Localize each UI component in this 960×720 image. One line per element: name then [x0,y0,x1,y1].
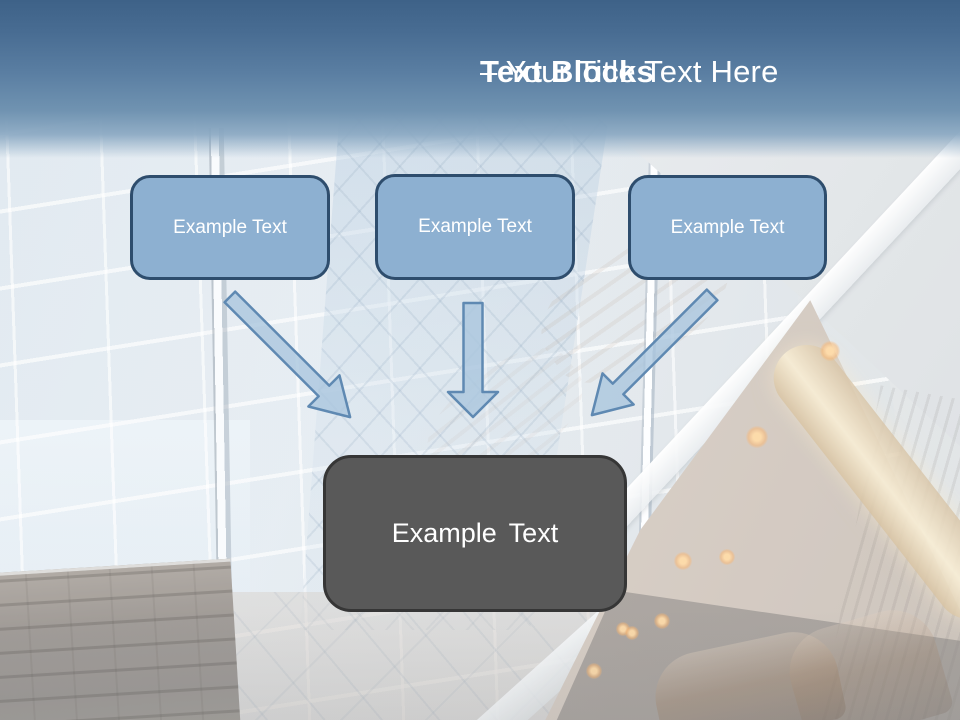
bg-ceiling-light [674,552,692,570]
slide-title-rest: – Your Title Text Here [480,54,779,89]
summary-block-label: Example Text [391,518,559,548]
bg-ceiling-light [586,663,602,679]
text-block-3-label: Example Text [670,216,785,238]
bg-ceiling-light [625,626,639,640]
arrow-down-left-icon[interactable] [576,279,727,430]
slide-title-emphasis: Text Blocks [480,54,654,89]
text-block-2-label: Example Text [418,216,532,237]
arrow-shape [223,290,352,419]
bg-ceiling-light [654,613,670,629]
bg-ceiling-light [820,341,840,361]
bg-ceiling-light [719,549,735,565]
text-block-3[interactable]: Example Text [628,175,827,280]
arrow-down-right-icon[interactable] [214,281,365,432]
text-block-1[interactable]: Example Text [130,175,330,280]
title-bar: Text Blocks– Your Title Text Here [0,0,960,158]
arrow-down-icon[interactable] [446,301,500,419]
text-block-2[interactable]: Example Text [375,174,575,280]
summary-block[interactable]: Example Text [323,455,627,612]
bg-ceiling-light [746,426,768,448]
bg-bottom-fade [0,610,960,720]
arrow-shape [446,301,500,419]
arrow-shape [590,288,719,417]
text-block-1-label: Example Text [173,216,287,238]
